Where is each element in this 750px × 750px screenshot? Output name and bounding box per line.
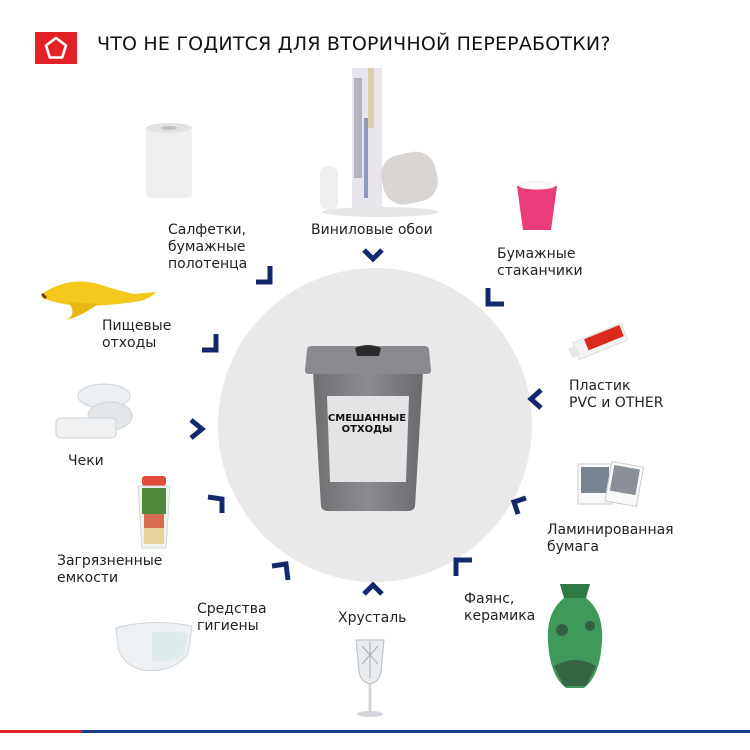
label-food-waste: Пищевые отходы	[102, 318, 172, 351]
bin-label: СМЕШАННЫЕ ОТХОДЫ	[327, 413, 407, 435]
label-crystal: Хрусталь	[338, 610, 407, 626]
label-paper-cups: Бумажные стаканчики	[497, 246, 583, 279]
arrow-down-icon	[362, 248, 384, 263]
label-laminated-paper: Ламинированная бумага	[547, 522, 674, 555]
trash-bin-image	[305, 345, 431, 511]
arrow-corner-icon	[207, 494, 225, 513]
arrow-corner-icon	[271, 561, 291, 581]
arrow-up-icon	[362, 581, 384, 596]
label-faience-ceramics: Фаянс, керамика	[464, 591, 536, 624]
ceramic-vase-image	[547, 584, 603, 688]
toothpaste-tube-image	[568, 322, 629, 361]
arrow-left-icon	[527, 388, 543, 410]
arrow-corner-icon	[202, 334, 219, 353]
paper-cup-image	[517, 181, 557, 230]
paper-towel-roll-image	[146, 123, 192, 198]
banana-peel-image	[40, 281, 156, 320]
logo	[35, 32, 77, 64]
bottom-divider	[0, 730, 750, 733]
receipts-image	[55, 383, 133, 439]
arrow-right-icon	[189, 418, 206, 440]
arrow-corner-icon	[256, 266, 273, 285]
bottom-divider-accent	[0, 730, 82, 733]
label-napkins-towels: Салфетки, бумажные полотенца	[168, 222, 248, 272]
vinyl-wallpaper-image	[320, 68, 438, 217]
pentagon-icon	[44, 36, 68, 59]
label-plastic-pvc: Пластик PVC и OTHER	[569, 378, 664, 411]
diaper-image	[115, 621, 193, 672]
arrow-corner-icon	[510, 495, 527, 515]
label-vinyl-wallpaper: Виниловые обои	[311, 222, 433, 238]
label-dirty-containers: Загрязненные емкости	[57, 553, 163, 586]
salad-cup-image	[137, 476, 171, 549]
label-hygiene-products: Средства гигиены	[197, 601, 267, 634]
laminated-photos-image	[577, 460, 644, 508]
page-title: ЧТО НЕ ГОДИТСЯ ДЛЯ ВТОРИЧНОЙ ПЕРЕРАБОТКИ…	[97, 33, 611, 55]
arrow-corner-icon	[485, 288, 504, 307]
arrow-corner-icon	[453, 557, 472, 576]
crystal-glass-image	[355, 639, 385, 717]
label-receipts: Чеки	[68, 453, 104, 469]
